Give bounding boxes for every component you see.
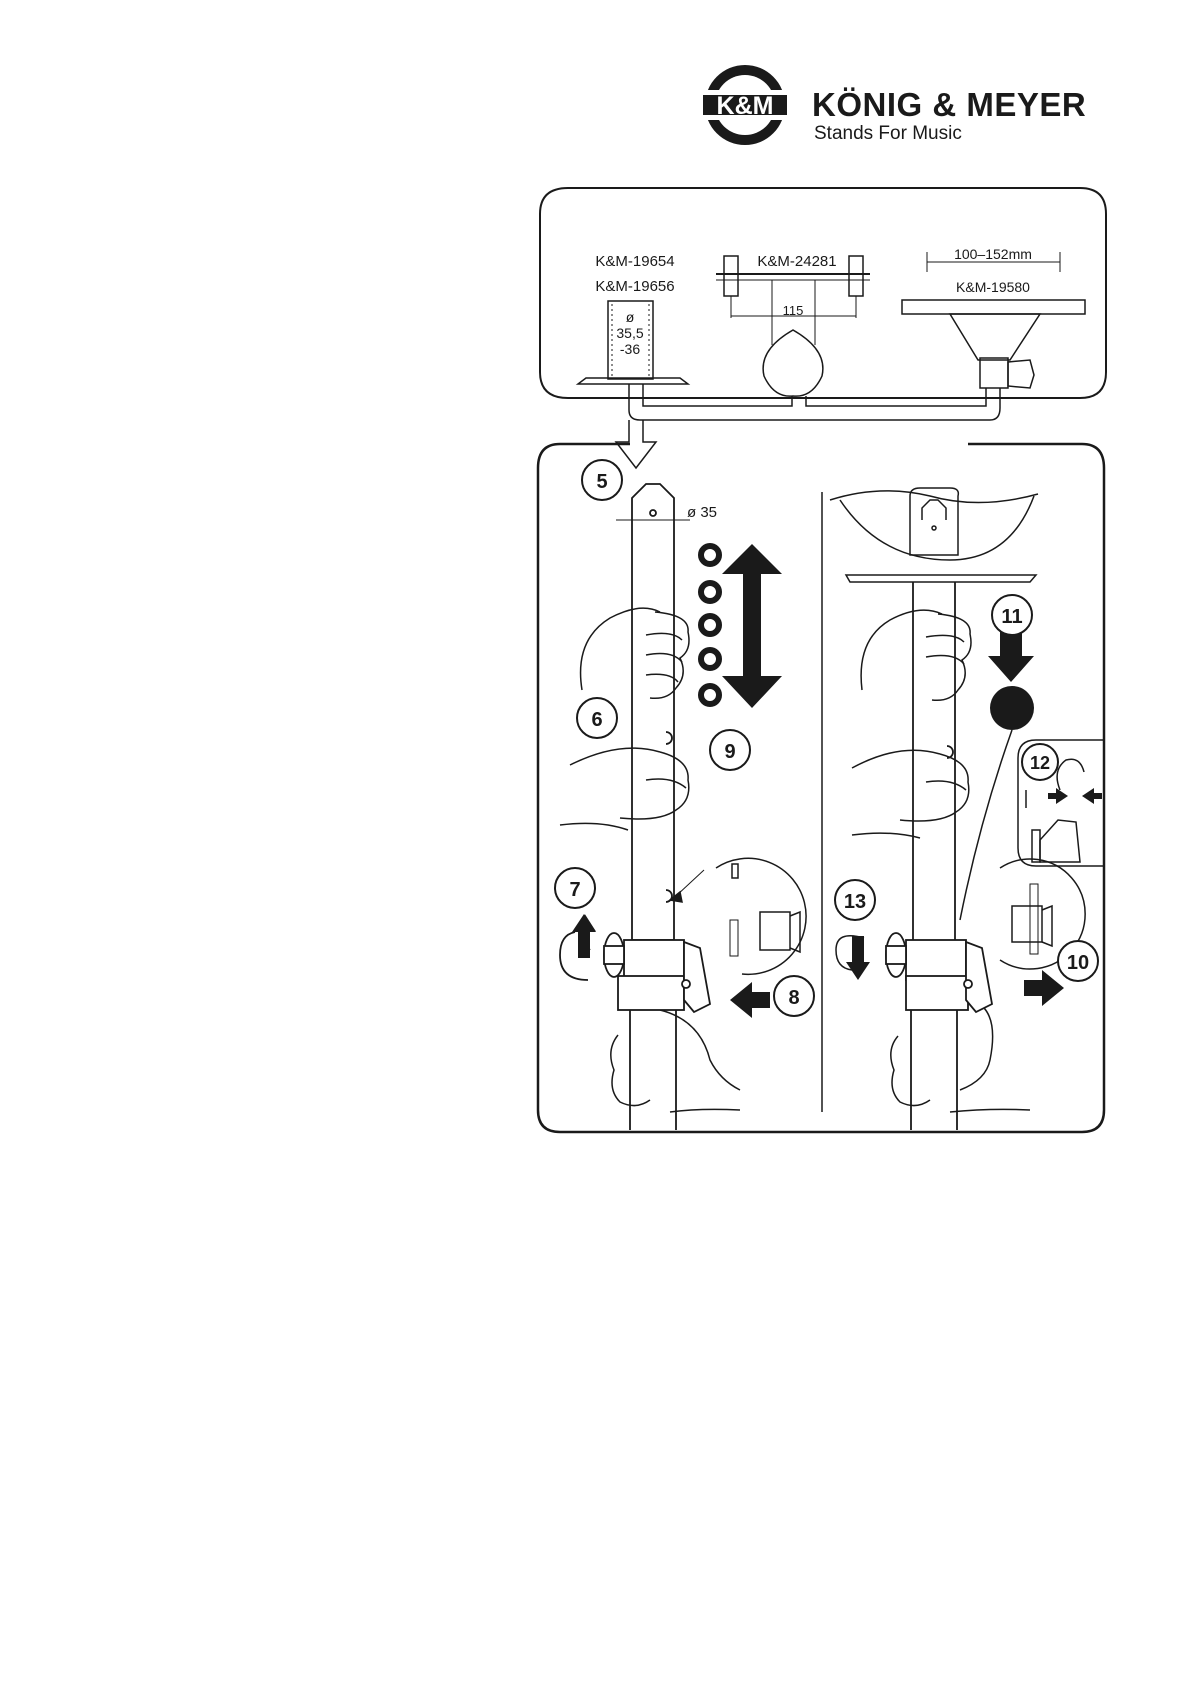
step-label-10: 10 <box>1067 952 1089 974</box>
clamp-adapter: 100–152mm K&M-19580 <box>902 246 1085 388</box>
bracket-dimension: 115 <box>783 303 804 318</box>
bracket-model: K&M-24281 <box>757 253 836 270</box>
step-label-12: 12 <box>1030 753 1050 773</box>
step-label-13: 13 <box>844 891 866 913</box>
squeeze-arrow-icon-right <box>1082 788 1102 804</box>
step-label-6: 6 <box>591 709 602 731</box>
flange-diameter-value: 35,5 <box>616 325 643 341</box>
flange-model-b: K&M-19656 <box>595 278 674 295</box>
right-clamp <box>886 933 992 1012</box>
pull-arrow-icon-10 <box>1024 970 1064 1006</box>
turn-arrow-icon-right <box>846 936 870 980</box>
step-label-5: 5 <box>596 471 607 493</box>
down-arrow-icon-11 <box>988 628 1034 682</box>
step-labels: 5 6 9 7 8 11 12 13 10 <box>569 471 1089 1009</box>
pole-diameter-label: ø 35 <box>687 504 717 521</box>
clamp-model: K&M-19580 <box>956 279 1030 295</box>
step-panel: ø 35 <box>538 444 1104 1132</box>
bracket-adapter: K&M-24281 115 <box>716 253 870 396</box>
flange-adapter: K&M-19654 K&M-19656 ø 35,5 -36 <box>578 253 688 384</box>
step-label-8: 8 <box>788 987 799 1009</box>
step-badges <box>555 460 1098 1016</box>
flange-diameter-symbol: ø <box>626 309 635 325</box>
ball-icon <box>990 686 1034 730</box>
clamp-range: 100–152mm <box>954 246 1032 262</box>
brand-tagline: Stands For Music <box>814 123 962 145</box>
height-adjust-arrow-icon <box>722 544 782 708</box>
step-label-7: 7 <box>569 879 580 901</box>
squeeze-arrow-icon-left <box>1048 788 1068 804</box>
push-arrow-icon-8 <box>730 982 770 1018</box>
left-pole <box>616 484 690 1130</box>
height-rings <box>701 546 719 704</box>
right-top-detail <box>830 488 1038 582</box>
flange-diameter-range: -36 <box>620 341 640 357</box>
adapter-panel: K&M-19654 K&M-19656 ø 35,5 -36 K&M-24281… <box>540 188 1106 468</box>
right-pole <box>911 582 957 1130</box>
adapter-connector <box>616 384 1000 468</box>
flange-model-a: K&M-19654 <box>595 253 674 270</box>
brand-name: KÖNIG & MEYER <box>812 86 1086 124</box>
right-hands <box>852 610 1030 1112</box>
step-label-9: 9 <box>724 741 735 763</box>
brand-header: KÖNIG & MEYER Stands For Music <box>700 58 1130 153</box>
step-label-11: 11 <box>1001 606 1022 628</box>
